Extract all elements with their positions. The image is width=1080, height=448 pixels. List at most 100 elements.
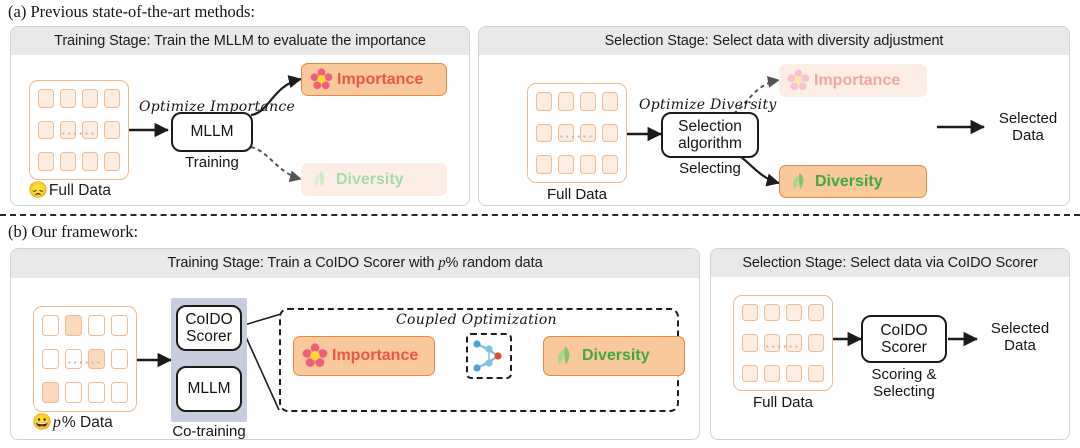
grid-cell [111, 382, 128, 403]
grid-cell [536, 92, 552, 111]
grid-cell [764, 304, 780, 322]
grid-cell [602, 123, 618, 143]
p-percent-data-label: 😀 p % Data [32, 414, 113, 432]
selection-box-line1: Selection [678, 117, 742, 135]
grid-cell [742, 334, 758, 352]
grid-cell [808, 304, 824, 322]
grid-cell [38, 120, 54, 140]
leaf-icon [793, 172, 804, 190]
panel-b-selection: Selection Stage: Select data via CoIDO S… [710, 248, 1070, 440]
full-data-label-a2: Full Data [546, 186, 608, 203]
sublabel-line1: Scoring & [871, 366, 937, 383]
grid-cell [42, 348, 59, 370]
mllm-box-b1: MLLM [176, 366, 242, 412]
grid-cell [82, 120, 98, 140]
grid-cell [558, 155, 574, 174]
scorer-line2: Scorer [881, 339, 927, 356]
grid-cell [65, 382, 82, 403]
panel-a-selection-header: Selection Stage: Select data with divers… [479, 27, 1069, 55]
grid-cell [764, 334, 780, 352]
grid-cell [536, 155, 552, 174]
scorer-line1: CoIDO [185, 310, 233, 328]
grid-cell [104, 152, 120, 171]
grid-cell [764, 364, 780, 382]
diversity-chip-a1: Diversity [301, 163, 447, 196]
selected-line2: Data [1012, 126, 1044, 144]
grid-cell [38, 152, 54, 171]
grid-cell [65, 315, 82, 336]
grid-cell [88, 348, 105, 370]
co-training-label: Co-training [172, 423, 246, 440]
full-data-text: Full Data [48, 182, 111, 199]
grid-cell [60, 152, 76, 171]
selected-line1: Selected [998, 110, 1058, 127]
coupled-optimization-label: Coupled Optimization [396, 312, 557, 328]
diversity-label: Diversity [815, 172, 883, 190]
grid-cell [82, 152, 98, 171]
grid-cell [786, 364, 802, 382]
optimize-importance-label: Optimize Importance [139, 99, 296, 115]
grid-cell [558, 123, 574, 143]
section-divider [0, 214, 1080, 216]
importance-chip-a1: Importance [301, 63, 447, 96]
node-graph-box [466, 333, 512, 379]
grid-cell [60, 120, 76, 140]
panel-a-training-body: ...... 😞 Full Data Optimize Importance M… [11, 55, 469, 204]
grid-cell [38, 89, 54, 108]
grid-cell [580, 92, 596, 111]
grid-cell [808, 334, 824, 352]
importance-label: Importance [332, 347, 419, 364]
panel-a-selection: Selection Stage: Select data with divers… [478, 26, 1070, 206]
importance-chip-a2: Importance [779, 64, 927, 97]
panel-b-selection-body: ...... Full Data CoIDO Scorer Scoring & … [711, 277, 1069, 438]
grid-cell [88, 382, 105, 403]
scorer-line2: Scorer [186, 328, 232, 345]
happy-face-icon: 😀 [32, 414, 52, 431]
sad-face-icon: 😞 [28, 182, 48, 199]
selected-line1: Selected [990, 320, 1050, 337]
scorer-line1: CoIDO [880, 321, 928, 339]
grid-cell [602, 155, 618, 174]
panel-b-training-body: ...... 😀 p % Data CoIDO Scorer MLLM Co-t… [11, 278, 699, 439]
leaf-icon [314, 170, 325, 188]
grid-cell [82, 89, 98, 108]
grid-cell [60, 89, 76, 108]
grid-cell [580, 155, 596, 174]
network-graph-icon [473, 340, 502, 372]
header-post: % random data [445, 255, 543, 271]
grid-cell [104, 89, 120, 108]
grid-cell [558, 92, 574, 111]
diversity-chip-a2: Diversity [779, 165, 927, 198]
p-data-text: % Data [61, 414, 113, 431]
panel-a-selection-body: ...... Full Data Optimize Diversity Sele… [479, 55, 1069, 204]
p-percent-data-grid: ...... [33, 306, 137, 412]
diversity-label: Diversity [582, 347, 650, 364]
coido-scorer-box-b1: CoIDO Scorer [176, 305, 242, 351]
importance-label: Importance [814, 71, 901, 89]
grid-cell [42, 382, 59, 403]
grid-cell [602, 92, 618, 111]
selected-data-label-a2: Selected Data [985, 110, 1069, 145]
flower-icon [302, 343, 328, 367]
caption-a: (a) Previous state-of-the-art methods: [8, 2, 255, 21]
grid-cell [536, 123, 552, 143]
header-var-p: p [438, 255, 446, 271]
grid-cell [65, 348, 82, 370]
grid-cell [42, 315, 59, 336]
panel-a-training: Training Stage: Train the MLLM to evalua… [10, 26, 470, 206]
full-data-label-a1: 😞 Full Data [28, 182, 111, 200]
grid-cell [742, 364, 758, 382]
grid-cell [742, 304, 758, 322]
panel-b-training-header: Training Stage: Train a CoIDO Scorer wit… [11, 249, 699, 278]
selected-line2: Data [1004, 336, 1036, 354]
p-var: p [52, 414, 61, 431]
panel-b-training: Training Stage: Train a CoIDO Scorer wit… [10, 248, 700, 440]
selection-algorithm-box: Selection algorithm [661, 112, 759, 158]
importance-label: Importance [337, 70, 424, 88]
selecting-sublabel: Selecting [679, 160, 741, 177]
panel-a-training-header: Training Stage: Train the MLLM to evalua… [11, 27, 469, 55]
grid-cell [104, 120, 120, 140]
full-data-grid-a1: ...... [29, 80, 129, 180]
diversity-chip-b1: Diversity [543, 336, 685, 376]
